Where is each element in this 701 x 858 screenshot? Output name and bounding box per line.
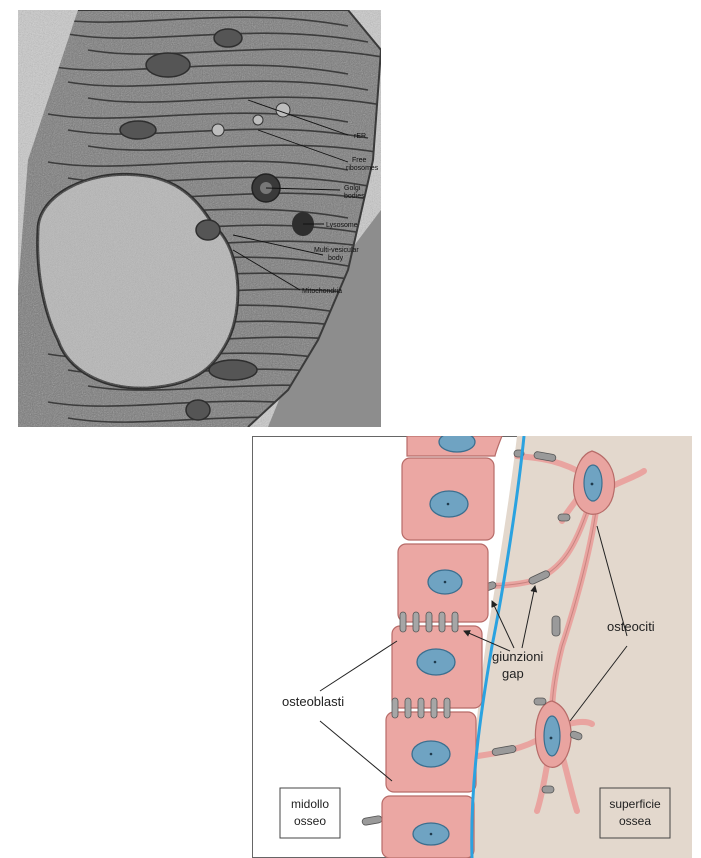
nucleoli xyxy=(429,502,450,836)
label-mitochondria: Mitochondria xyxy=(302,288,342,295)
label-golgi-bodies: Golgi xyxy=(344,185,361,192)
er-cisterna xyxy=(87,144,381,155)
gap-junction xyxy=(533,697,547,706)
gap-junction xyxy=(399,611,407,633)
gap-junction xyxy=(528,570,550,585)
er-cisterna xyxy=(47,16,349,27)
diagram-leader-lines xyxy=(319,525,628,782)
er-cisterna xyxy=(87,96,381,107)
osteocyte-lower xyxy=(534,700,572,768)
er-cisterna xyxy=(67,128,369,139)
label-superficie: superficie xyxy=(609,797,661,811)
label-ossea: ossea xyxy=(619,814,651,828)
gap-junction xyxy=(541,785,555,794)
gap-junction xyxy=(443,697,451,719)
label-midollo: midollo xyxy=(291,797,329,811)
er-cisterna xyxy=(67,80,369,91)
osteocyte-upper xyxy=(572,450,616,515)
label-osteoblasti: osteoblasti xyxy=(282,694,344,709)
er-cisterna xyxy=(87,48,381,59)
gap-junction xyxy=(451,611,459,633)
gap-junction xyxy=(425,611,433,633)
label-lysosome: Lysosome xyxy=(326,222,358,229)
bone-cell-diagram: osteoblasti giunzioni gap osteociti mido… xyxy=(252,436,692,858)
gap-junction xyxy=(557,513,571,522)
vesicle xyxy=(275,102,291,118)
label-giunzioni: giunzioni xyxy=(492,649,543,664)
mitochondrion xyxy=(119,120,157,140)
mitochondrion xyxy=(213,28,243,48)
mitochondrion xyxy=(195,219,221,241)
label-rer: rER xyxy=(354,133,366,140)
electron-micrograph: rER Free ribosomes Golgi bodies Lysosome… xyxy=(18,10,381,427)
mitochondria-group xyxy=(119,28,258,421)
micrograph-leader-lines xyxy=(232,99,349,291)
vesicle xyxy=(252,114,264,126)
gap-junction-arrows xyxy=(463,585,538,652)
osteoblast-membrane-boundary xyxy=(470,436,526,858)
label-multivesicular-body: Multi-vesicular xyxy=(314,247,359,254)
osteoblast-nucleus xyxy=(438,436,476,453)
gap-junction xyxy=(533,451,557,462)
gap-junction xyxy=(438,611,446,633)
vesicle xyxy=(211,123,225,137)
gap-junction xyxy=(551,615,561,637)
label-osteociti: osteociti xyxy=(607,619,655,634)
er-cisterna xyxy=(67,32,369,43)
mitochondrion xyxy=(145,52,191,78)
er-cisterna xyxy=(47,160,349,171)
diagram-labels: osteoblasti giunzioni gap osteociti xyxy=(282,619,655,709)
box-superficie-ossea: superficie ossea xyxy=(599,787,671,839)
gap-junction xyxy=(430,697,438,719)
gap-junction xyxy=(491,745,517,756)
er-cisterna xyxy=(47,112,349,123)
gap-junction xyxy=(417,697,425,719)
gap-junction xyxy=(404,697,412,719)
micrograph-labels: rER Free ribosomes Golgi bodies Lysosome… xyxy=(302,133,379,295)
bone-matrix-area xyxy=(471,436,692,858)
label-golgi-bodies: bodies xyxy=(344,193,365,200)
gap-junction xyxy=(391,697,399,719)
mitochondrion xyxy=(185,399,211,421)
osteocyte-nucleus xyxy=(543,715,561,757)
box-midollo-osseo: midollo osseo xyxy=(279,787,341,839)
gap-junction-rows xyxy=(391,611,459,719)
gap-junction xyxy=(569,730,583,741)
mitochondrion xyxy=(208,359,258,381)
osteocyte-nucleus xyxy=(583,464,603,502)
label-multivesicular-body: body xyxy=(328,255,344,262)
label-free-ribosomes: ribosomes xyxy=(346,165,379,172)
label-free-ribosomes: Free xyxy=(352,157,367,164)
label-osseo: osseo xyxy=(294,814,326,828)
gap-junction xyxy=(412,611,420,633)
label-gap: gap xyxy=(502,666,524,681)
